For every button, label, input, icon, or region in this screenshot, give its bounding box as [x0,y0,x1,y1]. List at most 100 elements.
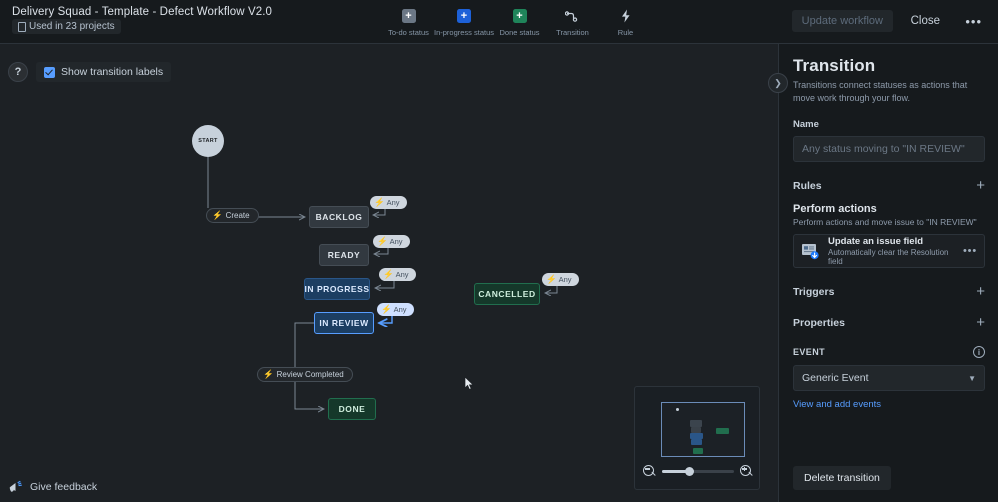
workflow-graph: START BACKLOG READY IN PROGRESS IN REVIE… [0,44,778,502]
graph-node-label: IN PROGRESS [304,284,370,294]
plus-icon: + [510,6,530,26]
graph-node-label: START [198,138,218,144]
canvas-controls: ? Show transition labels [8,62,172,82]
close-button[interactable]: Close [907,10,944,32]
panel-title: Transition [793,56,876,75]
event-select[interactable]: Generic Event ▼ [793,365,985,392]
transition-label-review-completed[interactable]: ⚡ Review Completed [257,367,353,382]
bolt-icon: ⚡ [263,369,274,380]
transition-label-text: Review Completed [276,370,344,379]
name-field-label: Name [793,119,819,131]
graph-node-done[interactable]: DONE [328,398,376,420]
toolbar-item-rule[interactable]: Rule [599,3,652,37]
update-workflow-button[interactable]: Update workflow [791,10,893,32]
plus-icon: + [454,6,474,26]
rules-label: Rules [793,179,822,192]
event-select-value: Generic Event [802,372,869,385]
toolbar-label-done-status: Done status [499,28,540,37]
mouse-cursor [464,376,474,390]
page-title: Delivery Squad - Template - Defect Workf… [12,6,273,18]
toolbar-item-inprogress-status[interactable]: + In-progress status [433,3,495,37]
view-and-add-events-link[interactable]: View and add events [793,399,882,411]
any-badge-label: Any [386,198,400,207]
minimap-node-in-review [691,439,702,445]
panel-body: Transition Transitions connect statuses … [779,44,998,410]
graph-node-start[interactable]: START [192,125,224,157]
toolbar-label-inprogress-status: In-progress status [433,28,495,37]
transition-label-text: Create [225,211,250,220]
add-rule-icon[interactable]: + [976,177,985,195]
any-badge-ready[interactable]: ⚡ Any [373,235,410,248]
info-icon[interactable]: i [973,346,985,359]
delete-transition-button[interactable]: Delete transition [793,466,891,490]
graph-node-label: CANCELLED [478,289,536,299]
minimap-node-cancelled [716,428,729,434]
graph-node-in-review[interactable]: IN REVIEW [314,312,374,334]
toolbar-item-done-status[interactable]: + Done status [493,3,546,37]
update-field-icon [802,244,819,260]
properties-label: Properties [793,316,845,329]
add-property-icon[interactable]: + [976,314,985,332]
any-badge-label: Any [389,237,403,246]
panel-collapse-button[interactable]: ❯ [768,73,788,93]
add-trigger-icon[interactable]: + [976,283,985,301]
minimap[interactable] [634,386,760,490]
bolt-icon: ⚡ [546,274,557,285]
event-label: EVENT [793,347,826,358]
show-transition-labels-label: Show transition labels [61,66,164,78]
transition-label-create[interactable]: ⚡ Create [206,208,259,223]
rules-section-header: Rules + [793,178,985,193]
more-options-button[interactable]: ••• [961,10,986,33]
triggers-label: Triggers [793,285,835,298]
any-badge-backlog[interactable]: ⚡ Any [370,196,407,209]
help-icon[interactable]: ? [8,62,28,82]
toolbar-item-todo-status[interactable]: + To-do status [382,3,435,37]
toolbar-item-transition[interactable]: Transition [546,3,599,37]
bolt-icon: ⚡ [381,304,392,315]
toolbar: + To-do status + In-progress status + Do… [382,3,652,37]
usage-badge: Used in 23 projects [12,19,121,34]
rule-card-more-icon[interactable]: ••• [963,245,977,258]
minimap-node-in-progress [690,433,703,439]
any-badge-cancelled[interactable]: ⚡ Any [542,273,579,286]
rule-card-text: Update an issue field Automatically clea… [828,236,956,266]
rule-card-subtitle: Automatically clear the Resolution field [828,248,949,267]
triggers-section-header: Triggers + [793,284,985,299]
megaphone-icon [9,480,22,492]
graph-node-cancelled[interactable]: CANCELLED [474,283,540,305]
workflow-canvas[interactable]: ? Show transition labels [0,44,778,502]
minimap-node-done [693,448,703,454]
give-feedback-button[interactable]: Give feedback [8,480,97,494]
zoom-in-icon[interactable] [740,464,753,478]
any-badge-in-progress[interactable]: ⚡ Any [379,268,416,281]
give-feedback-label: Give feedback [30,481,98,493]
graph-node-label: DONE [338,404,366,414]
show-transition-labels-checkbox[interactable]: Show transition labels [36,62,172,82]
zoom-slider[interactable] [662,465,734,478]
zoom-out-icon[interactable] [643,464,656,478]
plus-icon: + [399,6,419,26]
graph-node-backlog[interactable]: BACKLOG [309,206,369,228]
zoom-slider-knob[interactable] [685,466,694,476]
transition-details-panel: ❯ Transition Transitions connect statuse… [768,44,998,502]
any-badge-in-review[interactable]: ⚡ Any [377,303,414,316]
graph-node-in-progress[interactable]: IN PROGRESS [304,278,370,300]
graph-node-label: BACKLOG [315,212,363,222]
any-badge-label: Any [393,305,407,314]
graph-node-label: IN REVIEW [319,318,369,328]
rule-card-update-issue-field[interactable]: Update an issue field Automatically clea… [793,234,985,269]
toolbar-label-todo-status: To-do status [388,28,429,37]
copy-icon [16,21,26,32]
usage-badge-label: Used in 23 projects [29,21,115,32]
graph-node-ready[interactable]: READY [319,244,369,266]
zoom-slider-track [662,470,734,473]
transition-icon [563,6,583,26]
graph-node-label: READY [327,250,361,260]
bolt-icon: ⚡ [383,269,394,280]
any-badge-label: Any [558,275,572,284]
minimap-viewport[interactable] [661,402,745,457]
perform-actions-title: Perform actions [793,203,877,216]
app-header: Delivery Squad - Template - Defect Workf… [0,0,998,44]
name-input[interactable]: Any status moving to "IN REVIEW" [793,136,985,163]
